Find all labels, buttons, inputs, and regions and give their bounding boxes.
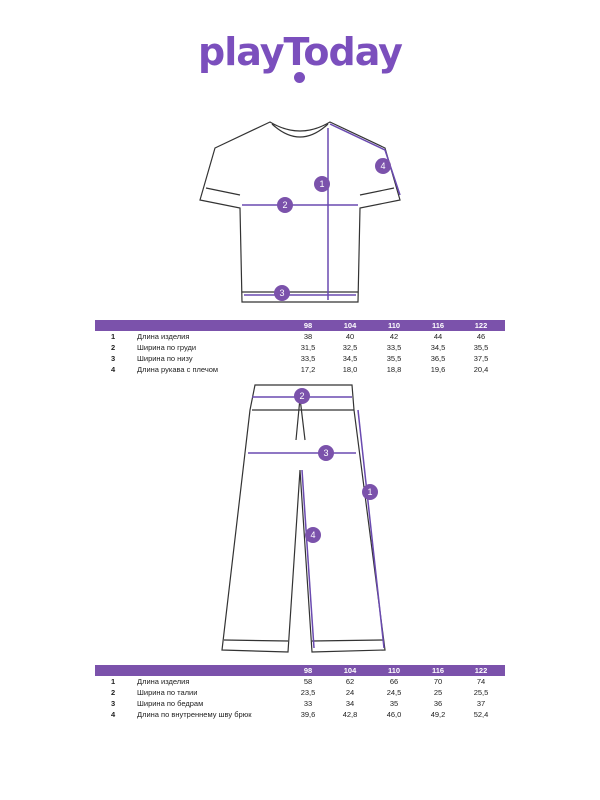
marker-2: 2 <box>299 391 304 401</box>
cell: 25,5 <box>473 688 489 697</box>
row-label: Ширина по бедрам <box>137 699 204 708</box>
cell: 24,5 <box>386 688 402 697</box>
cell: 46,0 <box>386 710 402 719</box>
marker-4: 4 <box>310 530 315 540</box>
row-number: 2 <box>111 343 116 352</box>
size-header: 98 <box>303 666 313 675</box>
cell: 25 <box>433 688 443 697</box>
cell: 44 <box>433 332 443 341</box>
table-row: 4 Длина по внутреннему шву брюк 39,6 42,8 46… <box>95 709 505 720</box>
cell: 66 <box>389 677 399 686</box>
cell: 24 <box>345 688 355 697</box>
table-row: 4 Длина рукава с плечом 17,2 18,0 18,8 19,6 20… <box>95 364 505 375</box>
cell: 49,2 <box>430 710 446 719</box>
row-label: Ширина по груди <box>137 343 197 352</box>
row-label: Длина рукава с плечом <box>137 365 219 374</box>
table-header: 98 104 110 116 122 <box>95 320 505 331</box>
size-header: 110 <box>387 666 401 675</box>
row-number: 4 <box>111 710 116 719</box>
cell: 31,5 <box>300 343 316 352</box>
table-row: 2 Ширина по талии 23,5 24 24,5 25 25,5 <box>95 687 505 698</box>
row-label: Длина изделия <box>137 677 190 686</box>
cell: 33,5 <box>300 354 316 363</box>
cell: 74 <box>476 677 486 686</box>
size-header: 104 <box>343 666 357 675</box>
cell: 34,5 <box>342 354 358 363</box>
cell: 37 <box>476 699 486 708</box>
table-row: 2 Ширина по груди 31,5 32,5 33,5 34,5 35,5 <box>95 342 505 353</box>
cell: 62 <box>345 677 355 686</box>
cell: 52,4 <box>473 710 489 719</box>
table-row: 1 Длина изделия 38 40 42 44 46 <box>95 331 505 342</box>
size-header: 122 <box>474 321 488 330</box>
cell: 40 <box>345 332 355 341</box>
size-header: 110 <box>387 321 401 330</box>
cell: 19,6 <box>430 365 446 374</box>
row-number: 3 <box>111 699 116 708</box>
pants-sketch: 1 2 3 4 <box>221 384 386 653</box>
cell: 42,8 <box>342 710 358 719</box>
row-label: Длина изделия <box>137 332 190 341</box>
cell: 36 <box>433 699 443 708</box>
cell: 35 <box>389 699 399 708</box>
cell: 37,5 <box>473 354 489 363</box>
pants-size-table: 98 104 110 116 122 1 Длина изделия 58 62 66 7… <box>95 665 505 720</box>
cell: 70 <box>433 677 443 686</box>
cell: 18,8 <box>386 365 402 374</box>
row-label: Длина по внутреннему шву брюк <box>137 710 252 719</box>
cell: 17,2 <box>300 365 316 374</box>
marker-3: 3 <box>323 448 328 458</box>
cell: 35,5 <box>473 343 489 352</box>
row-number: 1 <box>111 332 116 341</box>
cell: 23,5 <box>300 688 316 697</box>
row-number: 4 <box>111 365 116 374</box>
cell: 33 <box>303 699 313 708</box>
cell: 20,4 <box>473 365 489 374</box>
cell: 34 <box>345 699 355 708</box>
marker-1: 1 <box>367 487 372 497</box>
cell: 38 <box>303 332 313 341</box>
table-header: 98 104 110 116 122 <box>95 665 505 676</box>
row-number: 1 <box>111 677 116 686</box>
cell: 35,5 <box>386 354 402 363</box>
logo-dot <box>294 72 305 83</box>
cell: 18,0 <box>342 365 358 374</box>
cell: 58 <box>303 677 313 686</box>
cell: 32,5 <box>342 343 358 352</box>
size-header: 122 <box>474 666 488 675</box>
brand-logo: playToday <box>198 30 403 74</box>
table-row: 3 Ширина по низу 33,5 34,5 35,5 36,5 37,5 <box>95 353 505 364</box>
row-label: Ширина по талии <box>137 688 198 697</box>
cell: 33,5 <box>386 343 402 352</box>
table-row: 1 Длина изделия 58 62 66 70 74 <box>95 676 505 687</box>
size-header: 116 <box>431 321 445 330</box>
cell: 36,5 <box>430 354 446 363</box>
size-header: 104 <box>343 321 357 330</box>
row-number: 3 <box>111 354 116 363</box>
row-number: 2 <box>111 688 116 697</box>
cell: 34,5 <box>430 343 446 352</box>
size-header: 116 <box>431 666 445 675</box>
size-header: 98 <box>303 321 313 330</box>
row-label: Ширина по низу <box>137 354 193 363</box>
cell: 39,6 <box>300 710 316 719</box>
cell: 46 <box>476 332 486 341</box>
table-row: 3 Ширина по бедрам 33 34 35 36 37 <box>95 698 505 709</box>
cell: 42 <box>389 332 399 341</box>
tshirt-sketch <box>199 121 401 303</box>
